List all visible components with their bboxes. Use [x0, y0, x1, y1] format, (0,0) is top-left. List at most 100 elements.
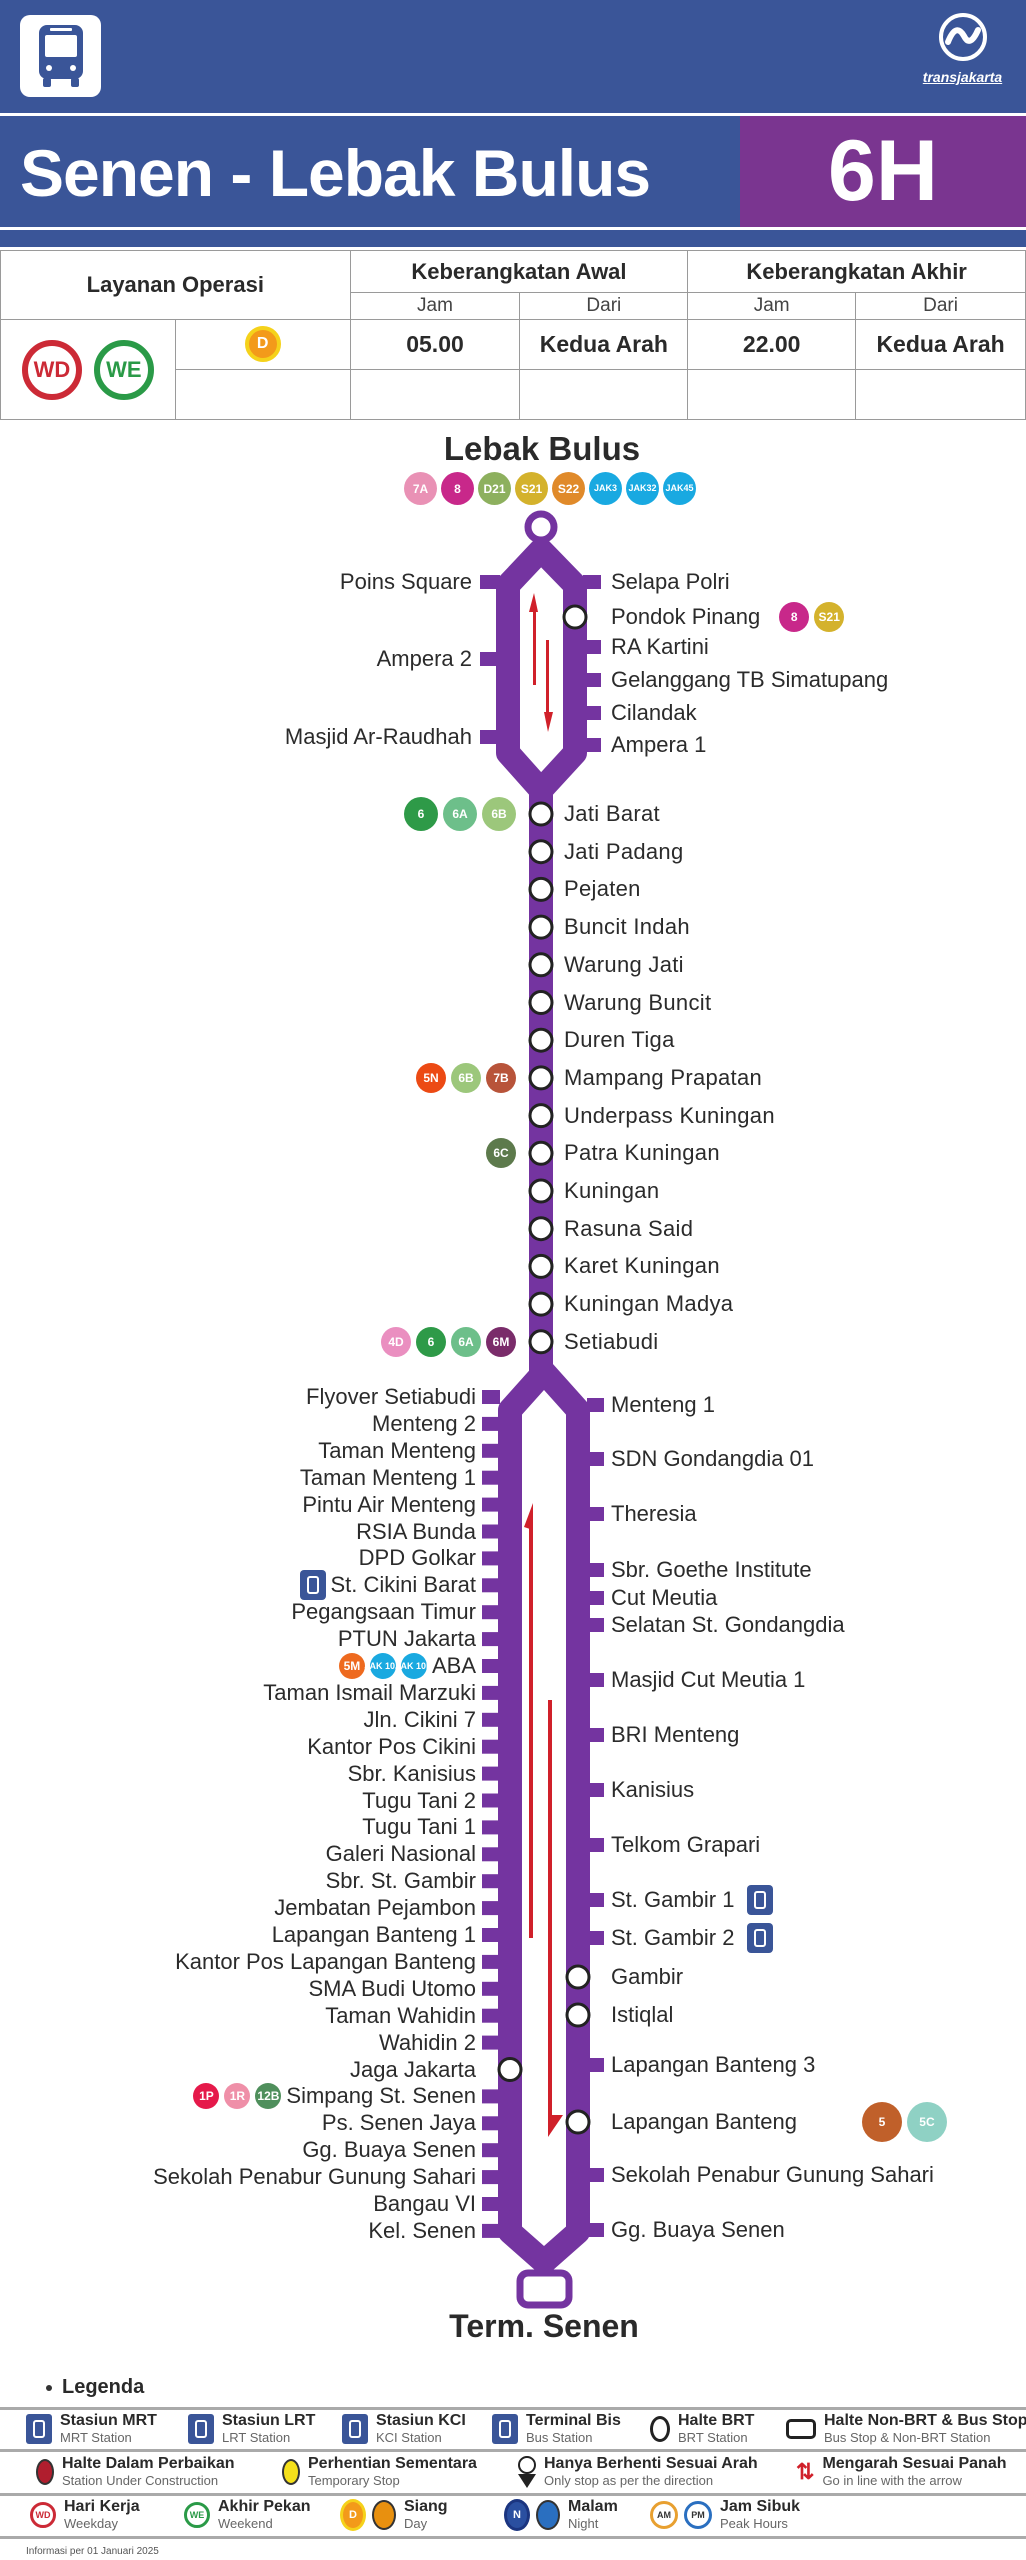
stop-lapangan-banteng-1[interactable]: Lapangan Banteng 1	[272, 1922, 476, 1948]
stop-tick	[587, 2168, 604, 2182]
stop-tick	[482, 2197, 500, 2211]
stop-gg-buaya-senen[interactable]: Gg. Buaya Senen	[302, 2137, 476, 2163]
stop-masjid-ar-raudhah[interactable]: Masjid Ar-Raudhah	[285, 724, 472, 750]
stop-name: Rasuna Said	[564, 1215, 694, 1241]
route-badge: 6M	[486, 1326, 516, 1357]
brt-stop-icon	[528, 1065, 554, 1091]
stop-warung-buncit[interactable]: Warung Buncit	[564, 990, 711, 1016]
stop-selapa-polri[interactable]: Selapa Polri	[611, 569, 730, 595]
stop-pegangsaan-timur[interactable]: Pegangsaan Timur	[291, 1599, 476, 1625]
stop-wahidin-2[interactable]: Wahidin 2	[379, 2030, 476, 2056]
stop-kantor-pos-lapangan-banteng[interactable]: Kantor Pos Lapangan Banteng	[175, 1949, 476, 1975]
stop-name: Taman Menteng	[318, 1437, 476, 1463]
stop-warung-jati[interactable]: Warung Jati	[564, 952, 684, 978]
stop-underpass-kuningan[interactable]: Underpass Kuningan	[564, 1103, 775, 1129]
stop-jaga-jakarta[interactable]: Jaga Jakarta	[350, 2057, 476, 2083]
stop-masjid-cut-meutia-1[interactable]: Masjid Cut Meutia 1	[611, 1667, 805, 1693]
stop-ampera-2[interactable]: Ampera 2	[377, 646, 472, 672]
stop-taman-ismail-marzuki[interactable]: Taman Ismail Marzuki	[263, 1680, 476, 1706]
stop-setiabudi[interactable]: Setiabudi	[564, 1329, 658, 1355]
stop-karet-kuningan[interactable]: Karet Kuningan	[564, 1253, 720, 1279]
stop-jati-barat[interactable]: Jati Barat	[564, 801, 660, 827]
stop-rasuna-said[interactable]: Rasuna Said	[564, 1216, 693, 1242]
stop-taman-wahidin[interactable]: Taman Wahidin	[325, 2003, 476, 2029]
stop-sbr-kanisius[interactable]: Sbr. Kanisius	[348, 1761, 476, 1787]
stop-buncit-indah[interactable]: Buncit Indah	[564, 914, 690, 940]
stop-st-gambir-1[interactable]: St. Gambir 1	[611, 1885, 774, 1915]
stop-bri-menteng[interactable]: BRI Menteng	[611, 1722, 739, 1748]
stop-bangau-vi[interactable]: Bangau VI	[373, 2191, 476, 2217]
stop-kel-senen[interactable]: Kel. Senen	[368, 2218, 476, 2244]
brt-stop-icon	[565, 2109, 591, 2135]
brt-stop-icon	[565, 1964, 591, 1990]
stop-telkom-grapari[interactable]: Telkom Grapari	[611, 1832, 760, 1858]
stop-sbr-st-gambir[interactable]: Sbr. St. Gambir	[326, 1868, 476, 1894]
stop-patra-kuningan[interactable]: Patra Kuningan	[564, 1140, 720, 1166]
stop-jati-padang[interactable]: Jati Padang	[564, 839, 684, 865]
stop-tick	[482, 2170, 500, 2185]
stop-duren-tiga[interactable]: Duren Tiga	[564, 1027, 675, 1053]
last-from-label: Dari	[855, 292, 1026, 320]
stop-kuningan-madya[interactable]: Kuningan Madya	[564, 1291, 733, 1317]
stop-name: DPD Golkar	[358, 1545, 476, 1571]
under-construction-icon	[36, 2459, 54, 2485]
stop-theresia[interactable]: Theresia	[611, 1501, 697, 1527]
stop-tick	[583, 575, 601, 589]
stop-gelanggang-tb-simatupang[interactable]: Gelanggang TB Simatupang	[611, 667, 888, 693]
stop-gambir[interactable]: Gambir	[611, 1964, 683, 1990]
stop-sma-budi-utomo[interactable]: SMA Budi Utomo	[308, 1976, 476, 2002]
stop-kuningan[interactable]: Kuningan	[564, 1178, 659, 1204]
stop-tugu-tani-1[interactable]: Tugu Tani 1	[362, 1814, 476, 1840]
stop-name: Pondok Pinang	[611, 604, 761, 629]
stop-kantor-pos-cikini[interactable]: Kantor Pos Cikini	[307, 1734, 476, 1760]
stop-mampang-prapatan[interactable]: Mampang Prapatan	[564, 1065, 762, 1091]
stop-selatan-st-gondangdia[interactable]: Selatan St. Gondangdia	[611, 1612, 845, 1638]
stop-cut-meutia[interactable]: Cut Meutia	[611, 1585, 717, 1611]
stop-taman-menteng-1[interactable]: Taman Menteng 1	[300, 1465, 476, 1491]
stop-tugu-tani-2[interactable]: Tugu Tani 2	[362, 1788, 476, 1814]
stop-galeri-nasional[interactable]: Galeri Nasional	[326, 1841, 476, 1867]
stop-ampera-1[interactable]: Ampera 1	[611, 732, 706, 758]
stop-jembatan-pejambon[interactable]: Jembatan Pejambon	[274, 1895, 476, 1921]
stop-tick	[583, 706, 601, 720]
stop-ps-senen-jaya[interactable]: Ps. Senen Jaya	[322, 2110, 476, 2136]
day-service-badge: D	[244, 326, 281, 362]
stop-rsia-bunda[interactable]: RSIA Bunda	[356, 1519, 476, 1545]
stop-dpd-golkar[interactable]: DPD Golkar	[359, 1545, 476, 1571]
stop-tick	[482, 1390, 500, 1404]
stop-ptun-jakarta[interactable]: PTUN Jakarta	[338, 1626, 476, 1652]
stop-sekolah-penabur-gunung-sahari[interactable]: Sekolah Penabur Gunung Sahari	[153, 2164, 476, 2190]
stop-taman-menteng[interactable]: Taman Menteng	[318, 1438, 476, 1464]
stop-sekolah-penabur-gunung-sahari[interactable]: Sekolah Penabur Gunung Sahari	[611, 2162, 934, 2188]
stop-name: Karet Kuningan	[564, 1253, 720, 1279]
stop-kanisius[interactable]: Kanisius	[611, 1777, 694, 1803]
stop-menteng-1[interactable]: Menteng 1	[611, 1392, 715, 1418]
stop-pejaten[interactable]: Pejaten	[564, 876, 641, 902]
stop-poins-square[interactable]: Poins Square	[340, 569, 472, 595]
stop-pintu-air-menteng[interactable]: Pintu Air Menteng	[302, 1492, 476, 1518]
stop-name: St. Gambir 1	[611, 1887, 735, 1912]
stop-flyover-setiabudi[interactable]: Flyover Setiabudi	[306, 1384, 476, 1410]
stop-name: Kanisius	[611, 1777, 695, 1802]
stop-st-cikini-barat[interactable]: St. Cikini Barat	[299, 1570, 476, 1601]
stop-cilandak[interactable]: Cilandak	[611, 700, 697, 726]
stop-jln-cikini-7[interactable]: Jln. Cikini 7	[364, 1707, 476, 1733]
stop-name: Theresia	[611, 1501, 697, 1526]
stop-lapangan-banteng-3[interactable]: Lapangan Banteng 3	[611, 2052, 815, 2078]
stop-ra-kartini[interactable]: RA Kartini	[611, 634, 709, 660]
stop-gg-buaya-senen[interactable]: Gg. Buaya Senen	[611, 2217, 785, 2243]
stop-tick	[587, 1618, 604, 1632]
stop-sbr-goethe-institute[interactable]: Sbr. Goethe Institute	[611, 1557, 812, 1583]
stop-sdn-gondangdia-01[interactable]: SDN Gondangdia 01	[611, 1446, 814, 1472]
stop-st-gambir-2[interactable]: St. Gambir 2	[611, 1923, 774, 1953]
stop-istiqlal[interactable]: Istiqlal	[611, 2002, 673, 2028]
bullet-icon	[46, 2384, 52, 2391]
stop-menteng-2[interactable]: Menteng 2	[372, 1411, 476, 1437]
